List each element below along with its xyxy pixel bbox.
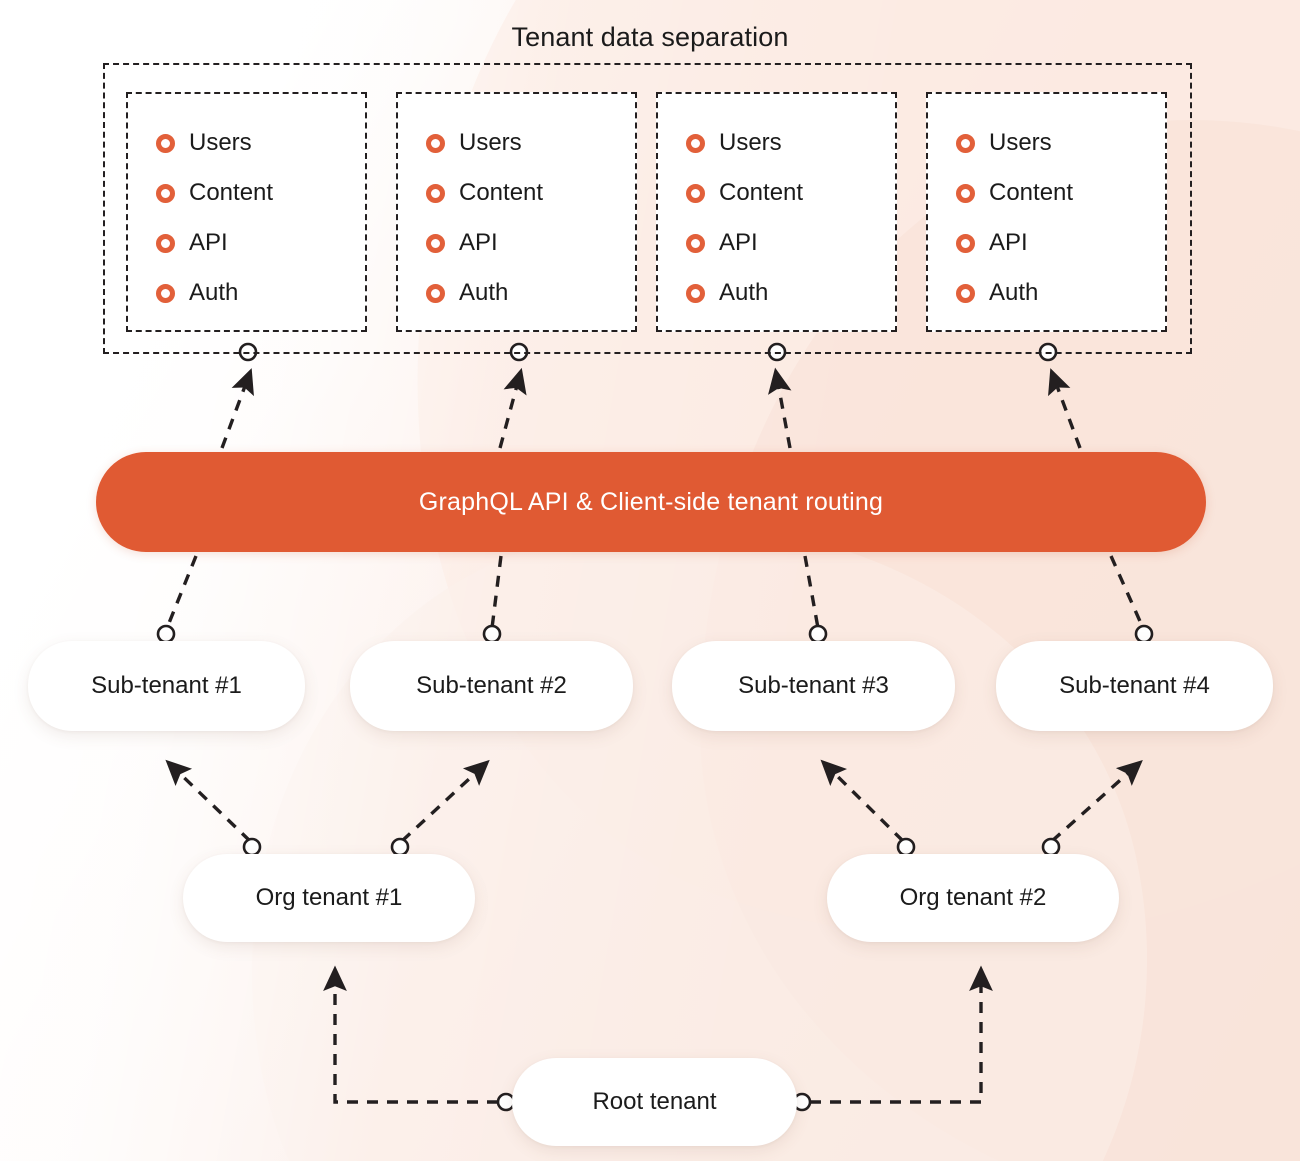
sub-tenant-1-node[interactable]: Sub-tenant #1 — [28, 641, 305, 731]
resource-row: Content — [156, 168, 365, 218]
resource-row: Auth — [686, 268, 895, 318]
edge-org-1-to-sub-2 — [400, 759, 490, 843]
resource-label: Users — [189, 129, 252, 156]
edge-sub-4-to-api — [1109, 555, 1145, 629]
bullet-donut-icon — [156, 133, 175, 153]
edge-root-to-org-1 — [323, 965, 498, 1104]
resource-label: Auth — [189, 279, 239, 306]
bullet-donut-icon — [686, 183, 705, 203]
resource-label: Users — [459, 129, 522, 156]
edge-api-to-card-4 — [1048, 368, 1082, 449]
resource-label: API — [719, 229, 758, 256]
bullet-donut-icon — [686, 283, 705, 303]
tenant-card-2[interactable]: Users Content API Auth — [396, 92, 637, 332]
node-label: Org tenant #2 — [899, 884, 1047, 911]
sub-tenant-4-node[interactable]: Sub-tenant #4 — [996, 641, 1273, 731]
node-label: Sub-tenant #4 — [1059, 672, 1210, 699]
resource-label: Auth — [719, 279, 769, 306]
port-org-1-right — [390, 837, 410, 857]
node-label: Org tenant #1 — [255, 884, 403, 911]
resource-row: Auth — [156, 268, 365, 318]
tenant-separation-group — [103, 63, 1192, 354]
bullet-donut-icon — [686, 133, 705, 153]
port-sub-2-top — [482, 624, 502, 644]
bullet-donut-icon — [956, 133, 975, 153]
sub-tenant-2-node[interactable]: Sub-tenant #2 — [350, 641, 633, 731]
node-label: Root tenant — [592, 1088, 717, 1115]
root-tenant-node[interactable]: Root tenant — [512, 1058, 797, 1146]
edge-sub-3-to-api — [803, 555, 820, 629]
node-label: Sub-tenant #2 — [416, 672, 567, 699]
org-tenant-1-node[interactable]: Org tenant #1 — [183, 854, 475, 942]
resource-label: Content — [189, 179, 274, 206]
sub-tenant-3-node[interactable]: Sub-tenant #3 — [672, 641, 955, 731]
port-sub-3-top — [808, 624, 828, 644]
resource-row: Content — [686, 168, 895, 218]
resource-row: Auth — [426, 268, 635, 318]
bullet-donut-icon — [426, 183, 445, 203]
resource-label: API — [189, 229, 228, 256]
resource-row: Users — [956, 118, 1165, 168]
resource-row: API — [426, 218, 635, 268]
edge-org-2-to-sub-3 — [820, 759, 905, 843]
node-label: Sub-tenant #1 — [91, 672, 242, 699]
bullet-donut-icon — [426, 133, 445, 153]
resource-row: API — [686, 218, 895, 268]
tenant-card-4[interactable]: Users Content API Auth — [926, 92, 1167, 332]
resource-row: Users — [426, 118, 635, 168]
edge-org-2-to-sub-4 — [1050, 759, 1143, 843]
edge-api-to-card-1 — [220, 368, 254, 449]
edge-api-to-card-2 — [498, 367, 527, 449]
bullet-donut-icon — [156, 183, 175, 203]
resource-label: Users — [989, 129, 1052, 156]
node-label: Sub-tenant #3 — [738, 672, 889, 699]
tenant-card-3[interactable]: Users Content API Auth — [656, 92, 897, 332]
edge-sub-2-to-api — [490, 555, 503, 629]
port-org-2-right — [1041, 837, 1061, 857]
org-tenant-2-node[interactable]: Org tenant #2 — [827, 854, 1119, 942]
bullet-donut-icon — [956, 233, 975, 253]
resource-label: Content — [989, 179, 1074, 206]
port-sub-1-top — [156, 624, 176, 644]
bullet-donut-icon — [426, 283, 445, 303]
resource-row: Content — [956, 168, 1165, 218]
edge-org-1-to-sub-1 — [165, 759, 252, 843]
resource-label: API — [459, 229, 498, 256]
bullet-donut-icon — [956, 283, 975, 303]
resource-label: Users — [719, 129, 782, 156]
resource-row: Users — [686, 118, 895, 168]
resource-label: Content — [459, 179, 544, 206]
resource-row: Auth — [956, 268, 1165, 318]
resource-label: API — [989, 229, 1028, 256]
resource-label: Auth — [459, 279, 509, 306]
graphql-api-bar[interactable]: GraphQL API & Client-side tenant routing — [96, 452, 1206, 552]
resource-row: Users — [156, 118, 365, 168]
bullet-donut-icon — [426, 233, 445, 253]
edge-sub-1-to-api — [165, 555, 198, 629]
port-org-2-left — [896, 837, 916, 857]
resource-label: Content — [719, 179, 804, 206]
port-sub-4-top — [1134, 624, 1154, 644]
resource-row: Content — [426, 168, 635, 218]
resource-row: API — [956, 218, 1165, 268]
bullet-donut-icon — [156, 233, 175, 253]
resource-label: Auth — [989, 279, 1039, 306]
edge-root-to-org-2 — [810, 965, 993, 1104]
bullet-donut-icon — [686, 233, 705, 253]
graphql-api-bar-label: GraphQL API & Client-side tenant routing — [418, 487, 884, 516]
port-org-1-left — [242, 837, 262, 857]
page-title: Tenant data separation — [511, 22, 789, 52]
bullet-donut-icon — [956, 183, 975, 203]
tenant-card-1[interactable]: Users Content API Auth — [126, 92, 367, 332]
bullet-donut-icon — [156, 283, 175, 303]
resource-row: API — [156, 218, 365, 268]
edge-api-to-card-3 — [768, 367, 792, 449]
